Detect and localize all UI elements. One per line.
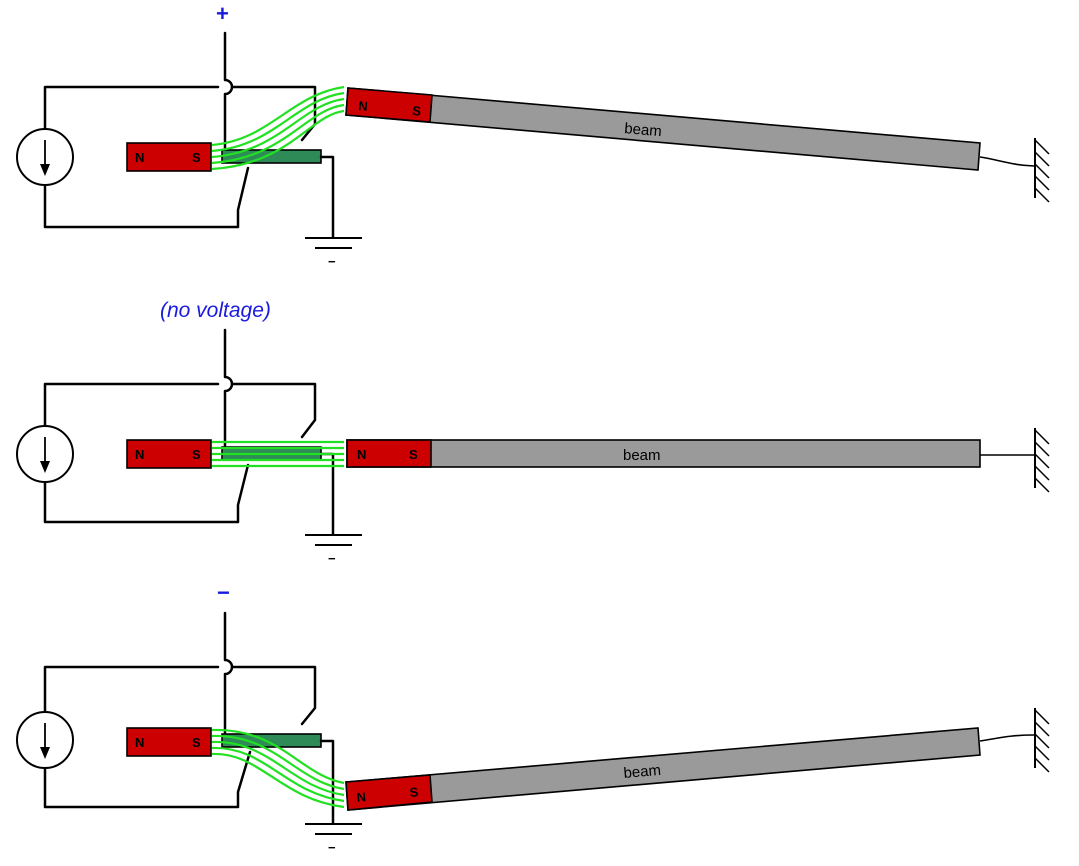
beam-label: beam bbox=[624, 120, 663, 140]
beam-assembly: N S beam bbox=[345, 727, 981, 811]
permanent-magnet: N S bbox=[126, 439, 212, 469]
coil-loop-wire bbox=[43, 382, 250, 524]
coil-loop-wire bbox=[43, 665, 252, 809]
ground-minus-label: − bbox=[328, 254, 336, 269]
coil-loop-wire-right bbox=[230, 85, 317, 142]
permanent-magnet: N S bbox=[126, 142, 212, 172]
beam-magnet-north-label: N bbox=[356, 789, 367, 805]
signal-wire bbox=[223, 328, 234, 449]
beam-magnet bbox=[345, 774, 433, 811]
pivot-wire bbox=[979, 734, 1035, 742]
coil-loop-wire-right bbox=[230, 665, 317, 726]
wall-anchor-icon bbox=[1034, 708, 1050, 773]
panel-no-voltage: (no voltage) N S − bbox=[16, 299, 1050, 566]
permanent-magnet: N S bbox=[126, 727, 212, 757]
magnet-north-label: N bbox=[135, 150, 144, 165]
beam-assembly: N S beam bbox=[346, 439, 981, 468]
pivot-wire bbox=[979, 156, 1035, 167]
voltage-label-none: (no voltage) bbox=[160, 299, 271, 322]
magnet-south-label: S bbox=[192, 447, 201, 462]
magnet-north-label: N bbox=[135, 447, 144, 462]
wall-anchor-icon bbox=[1034, 428, 1050, 493]
beam-magnet bbox=[345, 87, 433, 123]
beam-magnet-north-label: N bbox=[358, 98, 369, 114]
beam bbox=[345, 87, 981, 171]
beam-magnet-north-label: N bbox=[357, 447, 366, 462]
ground-icon: − bbox=[305, 823, 362, 855]
flux-lines bbox=[212, 440, 344, 468]
ground-minus-label: − bbox=[328, 840, 336, 855]
flux-lines bbox=[211, 728, 345, 809]
panel-negative: − N S − N bbox=[16, 580, 1050, 855]
beam-magnet bbox=[346, 439, 432, 468]
beam-magnet-south-label: S bbox=[409, 784, 419, 800]
voltage-label-positive: + bbox=[216, 1, 229, 26]
coil-loop-wire bbox=[43, 85, 250, 229]
flux-lines bbox=[211, 85, 345, 171]
ground-icon: − bbox=[305, 237, 362, 269]
beam-magnet-south-label: S bbox=[412, 103, 422, 119]
magnet-north-label: N bbox=[135, 735, 144, 750]
panel-positive: + N S − bbox=[16, 1, 1050, 269]
current-source-icon bbox=[16, 128, 74, 186]
voltage-label-negative: − bbox=[217, 580, 230, 605]
beam-label: beam bbox=[623, 447, 661, 464]
ground-icon: − bbox=[305, 534, 362, 566]
ground-wire bbox=[319, 739, 335, 825]
beam-magnet-south-label: S bbox=[409, 447, 418, 462]
beam bbox=[345, 727, 981, 811]
beam-assembly: N S beam bbox=[345, 87, 981, 171]
ground-minus-label: − bbox=[328, 551, 336, 566]
magnet-south-label: S bbox=[192, 150, 201, 165]
coil-loop-wire-right bbox=[230, 382, 317, 439]
signal-wire bbox=[223, 31, 234, 152]
beam bbox=[346, 439, 981, 468]
wall-anchor-icon bbox=[1034, 138, 1050, 203]
ground-wire bbox=[319, 155, 335, 239]
signal-wire bbox=[223, 611, 234, 737]
magnet-south-label: S bbox=[192, 735, 201, 750]
current-source-icon bbox=[16, 711, 74, 769]
beam-label: beam bbox=[623, 762, 662, 782]
current-source-icon bbox=[16, 425, 74, 483]
